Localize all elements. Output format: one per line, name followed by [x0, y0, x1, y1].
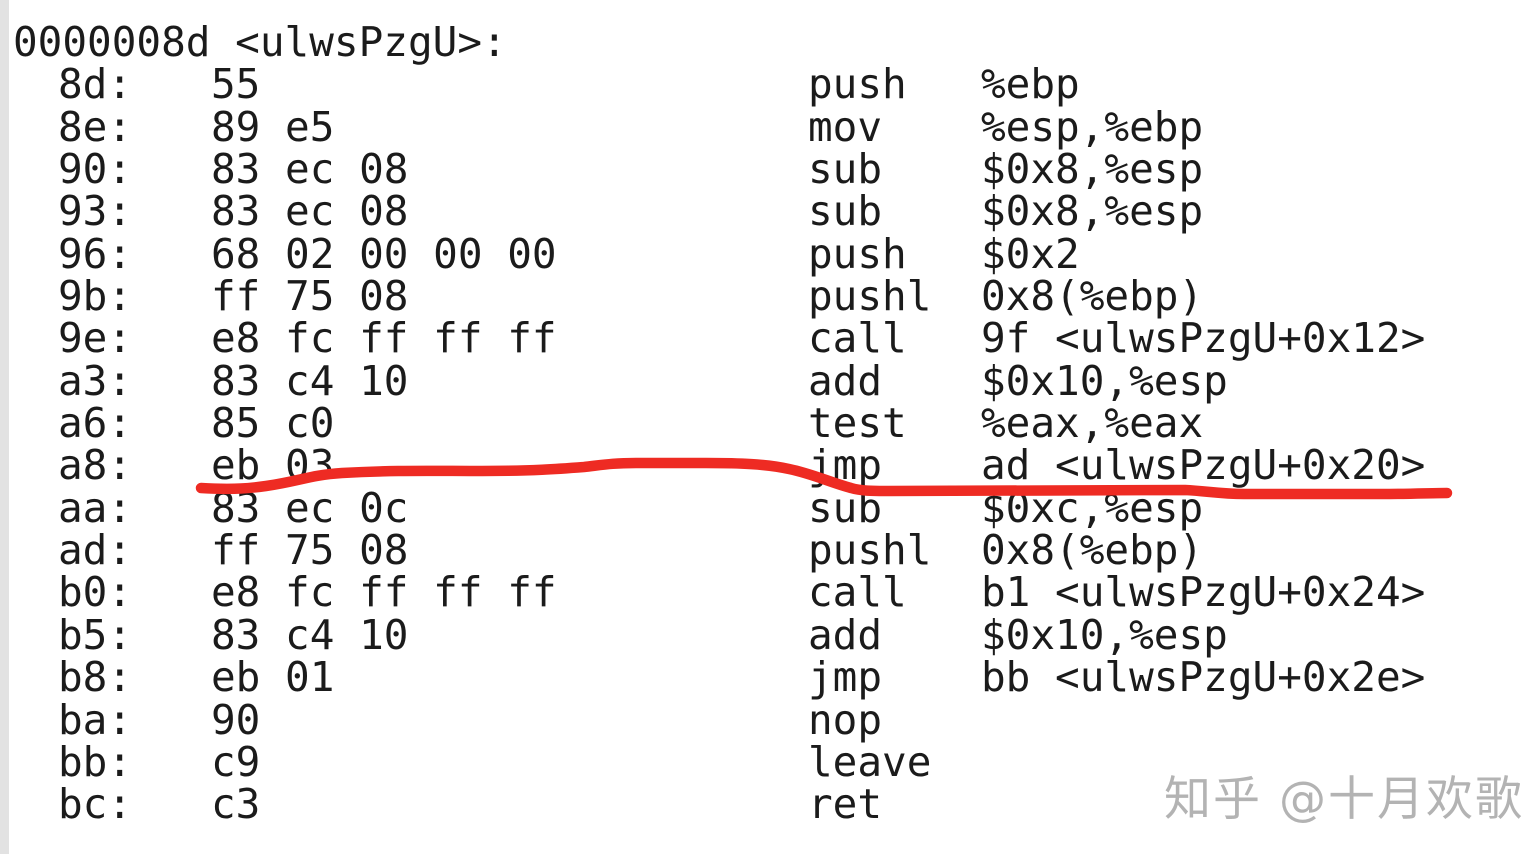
instruction-address: a3: — [58, 356, 133, 405]
instruction-row: 93: 83 ec 08 sub $0x8,%esp — [0, 187, 1536, 236]
instruction-operands: %ebp — [981, 60, 1080, 109]
instruction-row: bc: c3 ret — [0, 780, 1536, 829]
instruction-mnemonic: add — [808, 356, 883, 405]
instruction-address: a8: — [58, 441, 133, 490]
instruction-row: ad: ff 75 08 pushl 0x8(%ebp) — [0, 526, 1536, 575]
instruction-address: 93: — [58, 187, 133, 236]
instruction-mnemonic: leave — [808, 737, 932, 786]
instruction-operands: $0x2 — [981, 229, 1080, 278]
instruction-mnemonic: jmp — [808, 441, 883, 490]
instruction-mnemonic: call — [808, 568, 907, 617]
instruction-operands: $0xc,%esp — [981, 483, 1204, 532]
instruction-operands: $0x10,%esp — [981, 610, 1228, 659]
instruction-address: b8: — [58, 653, 133, 702]
instruction-address: ba: — [58, 695, 133, 744]
instruction-address: b5: — [58, 610, 133, 659]
instruction-operands: 9f <ulwsPzgU+0x12> — [981, 314, 1426, 363]
instruction-row: 8d: 55 push %ebp — [0, 60, 1536, 109]
instruction-mnemonic: push — [808, 60, 907, 109]
instruction-bytes: 68 02 00 00 00 — [211, 229, 557, 278]
instruction-bytes: 85 c0 — [211, 399, 335, 448]
instruction-mnemonic: test — [808, 399, 907, 448]
instruction-bytes: 83 c4 10 — [211, 356, 409, 405]
instruction-row: bb: c9 leave — [0, 737, 1536, 786]
instruction-row: ba: 90 nop — [0, 695, 1536, 744]
instruction-mnemonic: add — [808, 610, 883, 659]
instruction-row: b5: 83 c4 10 add $0x10,%esp — [0, 610, 1536, 659]
instruction-operands: $0x8,%esp — [981, 187, 1204, 236]
instruction-address: 8e: — [58, 102, 133, 151]
instruction-row: 96: 68 02 00 00 00 push $0x2 — [0, 229, 1536, 278]
instruction-row: 9e: e8 fc ff ff ff call 9f <ulwsPzgU+0x1… — [0, 314, 1536, 363]
instruction-operands: $0x10,%esp — [981, 356, 1228, 405]
instruction-address: 9b: — [58, 272, 133, 321]
instruction-mnemonic: mov — [808, 102, 883, 151]
instruction-bytes: 89 e5 — [211, 102, 335, 151]
disassembly-listing: 0000008d <ulwsPzgU>: 8d: 55 push %ebp 8e… — [0, 21, 1536, 826]
instruction-address: 90: — [58, 145, 133, 194]
instruction-address: 9e: — [58, 314, 133, 363]
instruction-operands: b1 <ulwsPzgU+0x24> — [981, 568, 1426, 617]
instruction-bytes: eb 03 — [211, 441, 335, 490]
instruction-bytes: 55 — [211, 60, 261, 109]
instruction-bytes: e8 fc ff ff ff — [211, 568, 557, 617]
instruction-bytes: 83 ec 0c — [211, 483, 409, 532]
instruction-row: 8e: 89 e5 mov %esp,%ebp — [0, 102, 1536, 151]
instruction-mnemonic: ret — [808, 780, 883, 829]
instruction-bytes: c3 — [211, 780, 261, 829]
instruction-row: aa: 83 ec 0c sub $0xc,%esp — [0, 483, 1536, 532]
instruction-mnemonic: sub — [808, 187, 883, 236]
instruction-operands: 0x8(%ebp) — [981, 526, 1204, 575]
instruction-bytes: 83 ec 08 — [211, 145, 409, 194]
instruction-bytes: 90 — [211, 695, 261, 744]
watermark: 知乎 @十月欢歌 — [1164, 772, 1524, 827]
instruction-row: b0: e8 fc ff ff ff call b1 <ulwsPzgU+0x2… — [0, 568, 1536, 617]
instruction-operands: $0x8,%esp — [981, 145, 1204, 194]
instruction-bytes: e8 fc ff ff ff — [211, 314, 557, 363]
instruction-operands: %esp,%ebp — [981, 102, 1204, 151]
instruction-row: a3: 83 c4 10 add $0x10,%esp — [0, 356, 1536, 405]
left-edge-strip — [0, 0, 9, 854]
instruction-bytes: c9 — [211, 737, 261, 786]
function-header-line: 0000008d <ulwsPzgU>: — [0, 18, 1536, 66]
instruction-bytes: 83 ec 08 — [211, 187, 409, 236]
instruction-bytes: ff 75 08 — [211, 272, 409, 321]
instruction-row: a6: 85 c0 test %eax,%eax — [0, 399, 1536, 448]
instruction-mnemonic: nop — [808, 695, 883, 744]
instruction-row: 90: 83 ec 08 sub $0x8,%esp — [0, 145, 1536, 194]
instruction-mnemonic: sub — [808, 483, 883, 532]
instruction-row: b8: eb 01 jmp bb <ulwsPzgU+0x2e> — [0, 653, 1536, 702]
instruction-row: 9b: ff 75 08 pushl 0x8(%ebp) — [0, 272, 1536, 321]
instruction-bytes: eb 01 — [211, 653, 335, 702]
instruction-operands: ad <ulwsPzgU+0x20> — [981, 441, 1426, 490]
instruction-operands: %eax,%eax — [981, 399, 1204, 448]
instruction-bytes: ff 75 08 — [211, 526, 409, 575]
instruction-address: b0: — [58, 568, 133, 617]
instruction-address: a6: — [58, 399, 133, 448]
instruction-address: bb: — [58, 737, 133, 786]
instruction-mnemonic: call — [808, 314, 907, 363]
instruction-row: a8: eb 03 jmp ad <ulwsPzgU+0x20> — [0, 441, 1536, 490]
instruction-address: aa: — [58, 483, 133, 532]
instruction-operands: 0x8(%ebp) — [981, 272, 1204, 321]
instruction-address: 96: — [58, 229, 133, 278]
function-header: 0000008d <ulwsPzgU>: — [13, 18, 507, 66]
instruction-mnemonic: pushl — [808, 526, 932, 575]
instruction-mnemonic: sub — [808, 145, 883, 194]
instruction-bytes: 83 c4 10 — [211, 610, 409, 659]
instruction-mnemonic: push — [808, 229, 907, 278]
instruction-mnemonic: jmp — [808, 653, 883, 702]
instruction-rows: 8d: 55 push %ebp 8e: 89 e5 mov %esp,%ebp… — [0, 60, 1536, 829]
instruction-mnemonic: pushl — [808, 272, 932, 321]
instruction-address: ad: — [58, 526, 133, 575]
instruction-operands: bb <ulwsPzgU+0x2e> — [981, 653, 1426, 702]
instruction-address: bc: — [58, 780, 133, 829]
instruction-address: 8d: — [58, 60, 133, 109]
